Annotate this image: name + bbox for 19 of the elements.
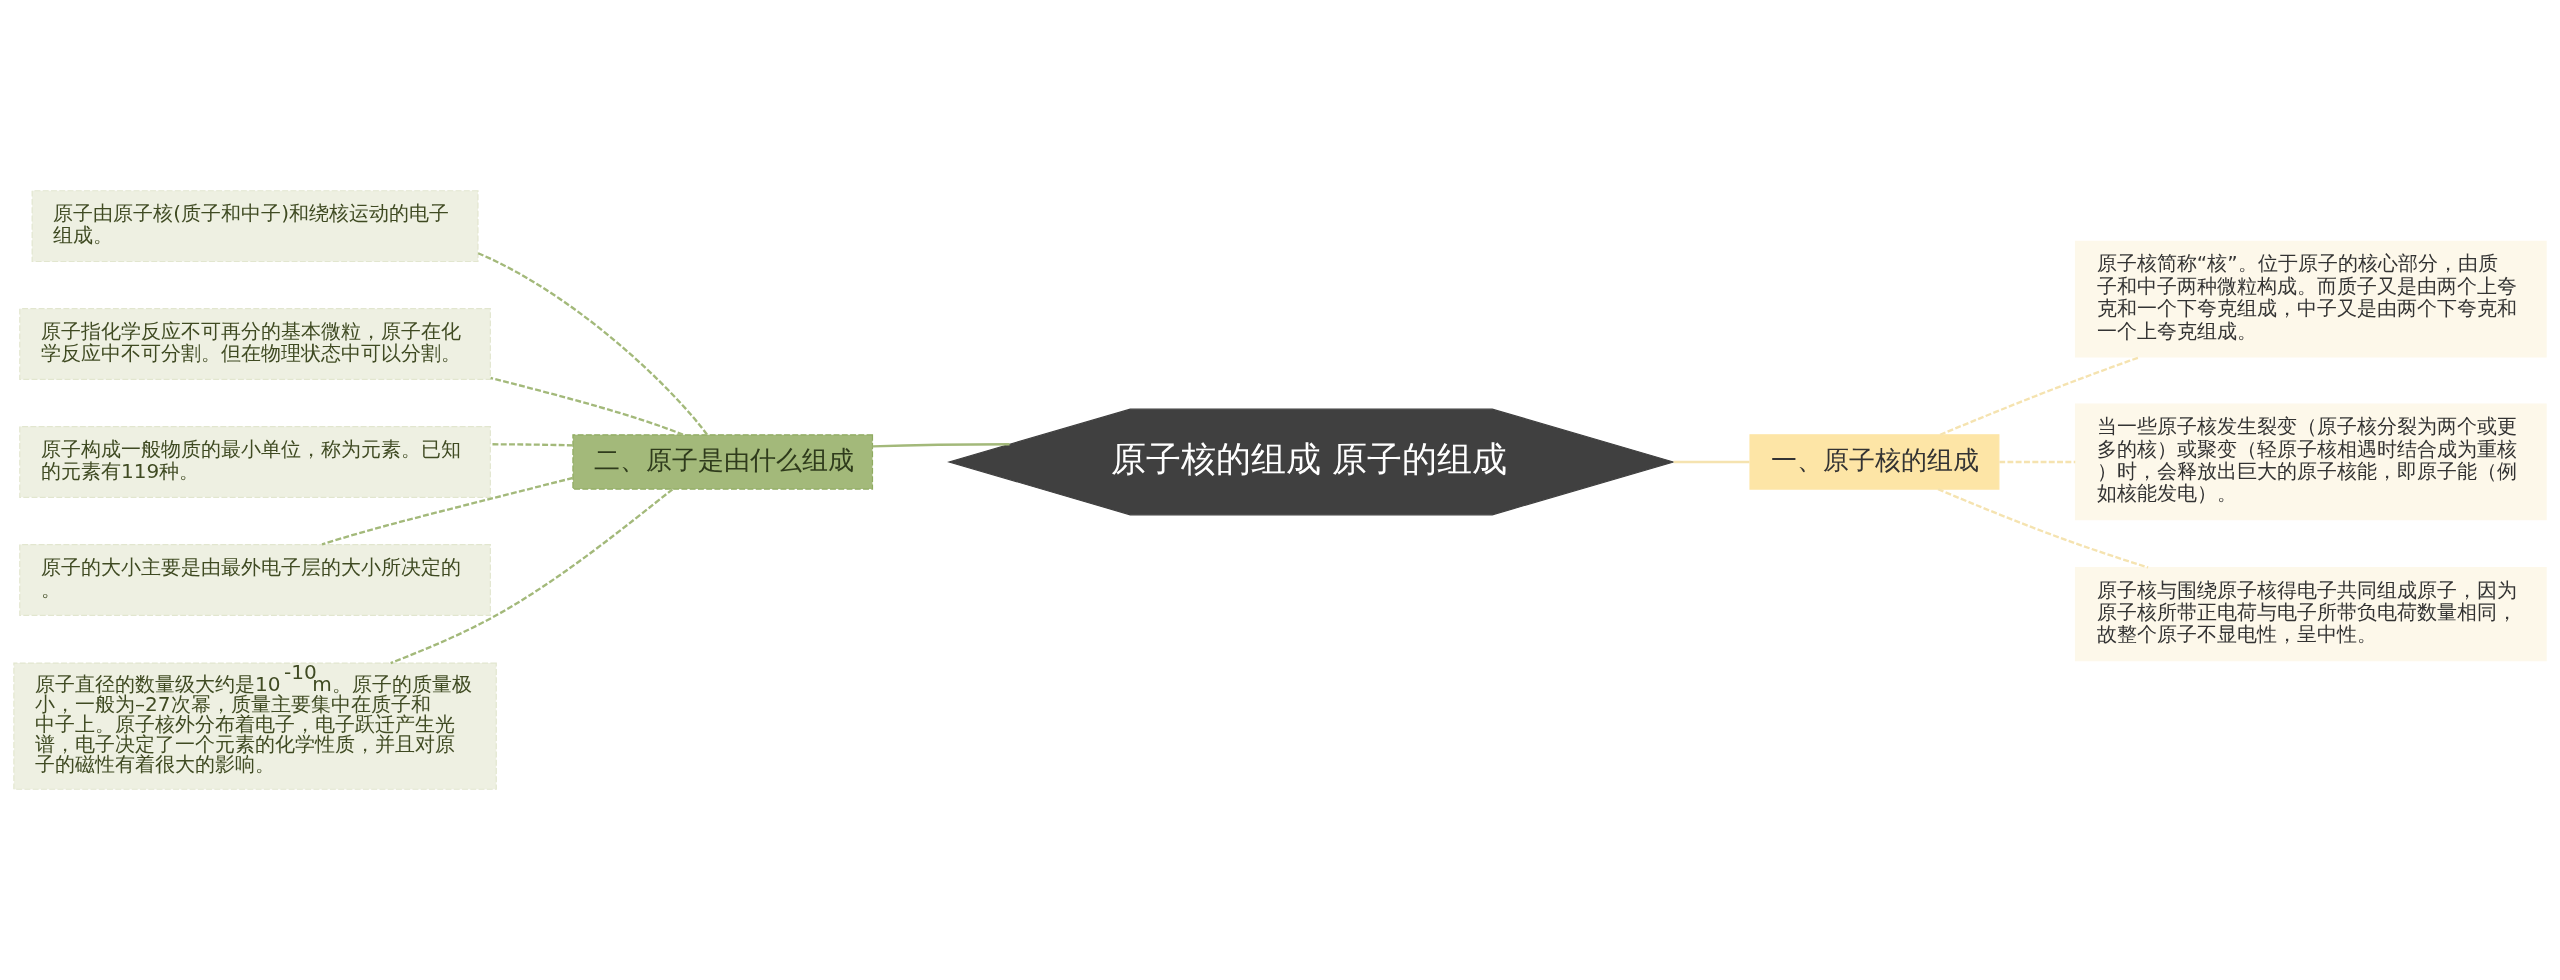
node-box: 二、原子是由什么组成 (572, 434, 874, 490)
node-box: 原子核简称“核”。位于原子的核心部分，由质子和中子两种微粒构成。而质子又是由两个上夸克和一个下夸克组成，中子又是由两个下夸克和一个上夸克组成。 (2074, 240, 2547, 358)
connector (321, 476, 574, 546)
node-box: 原子由原子核(质子和中子)和绕核运动的电子组成。 (31, 190, 479, 263)
node-box: 当一些原子核发生裂变（原子核分裂为两个或更多的核）或聚变（轻原子核相遇时结合成为重核）时，会释放出巨大的原子核能，即原子能（例如核能发电）。 (2074, 403, 2547, 521)
connector (1937, 488, 2149, 569)
node-box: 原子构成一般物质的最小单位，称为元素。已知的元素有119种。 (19, 426, 491, 498)
node-box: 一、原子核的组成 (1749, 434, 2000, 490)
connector (477, 252, 708, 436)
connector (872, 443, 1010, 448)
connector (490, 376, 684, 436)
connector (1999, 460, 2076, 464)
node-box: 原子核与围绕原子核得电子共同组成原子，因为原子核所带正电荷与电子所带负电荷数量相同，故整个原子不显电性，呈中性。 (2074, 566, 2547, 662)
connector (490, 443, 573, 447)
node-box: 原子指化学反应不可再分的基本微粒，原子在化学反应中不可分割。但在物理状态中可以分割。 (19, 308, 491, 380)
connector (1939, 355, 2141, 436)
node-box: 原子的大小主要是由最外电子层的大小所决定的。 (19, 543, 491, 616)
connector (1673, 460, 1750, 464)
connector (390, 488, 674, 665)
